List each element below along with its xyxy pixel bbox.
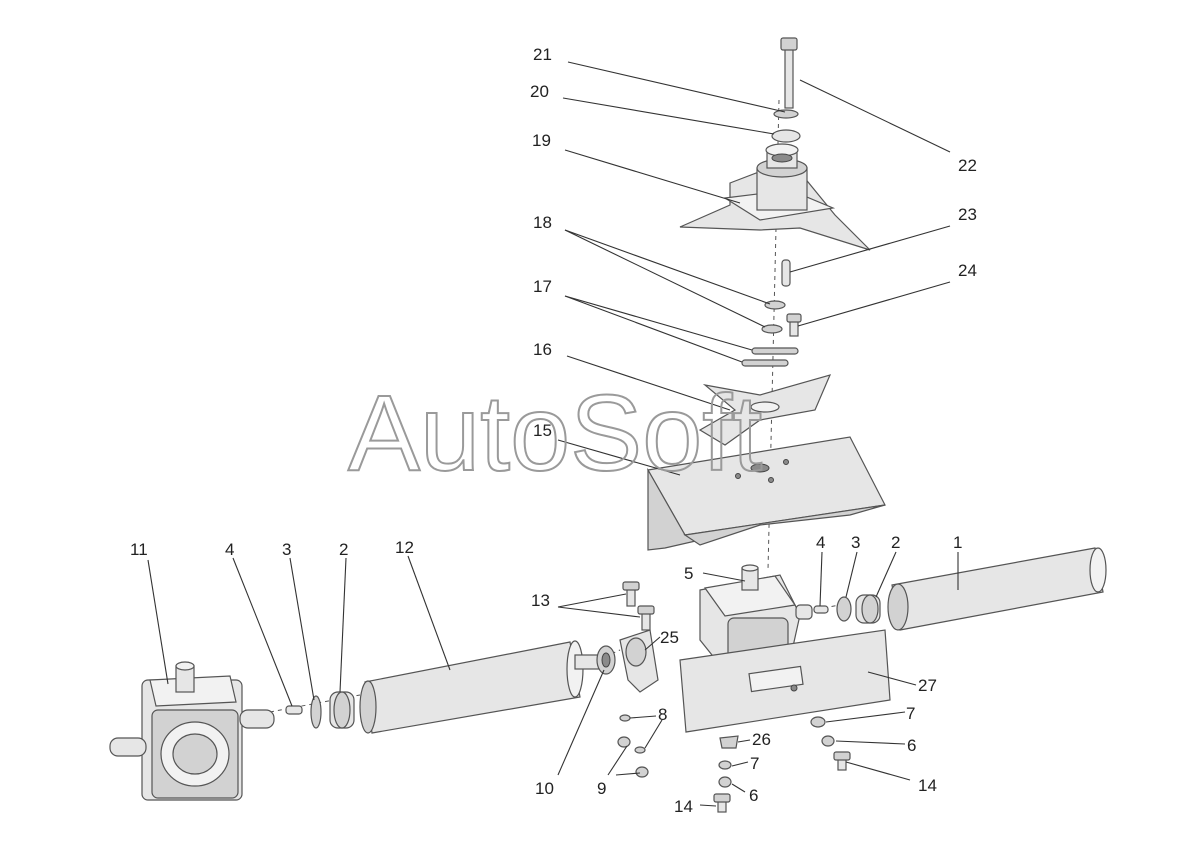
callout-20: 20 — [530, 82, 549, 101]
part-3-ring-right — [836, 596, 852, 622]
callout-6-bottom: 6 — [749, 786, 758, 805]
part-6-nut-a — [821, 735, 835, 747]
part-17-bracket-upper — [751, 347, 799, 355]
right-shaft-axis — [799, 604, 841, 613]
part-8-nut-a — [619, 714, 631, 722]
part-14-bolt-right — [833, 751, 851, 771]
part-9-nut-b — [635, 766, 649, 778]
callout-12: 12 — [395, 538, 414, 557]
part-1-tube-right — [887, 547, 1107, 631]
part-20-washer — [771, 129, 801, 143]
part-7-washer-b — [718, 760, 732, 770]
callout-16: 16 — [533, 340, 552, 359]
callout-21: 21 — [533, 45, 552, 64]
part-19-rotor-hub — [679, 143, 871, 251]
part-4-key-right — [813, 605, 829, 614]
callout-4-right: 4 — [816, 533, 825, 552]
part-26-clip — [719, 735, 739, 749]
callout-8: 8 — [658, 705, 667, 724]
part-11-gearbox-left — [109, 661, 275, 801]
part-27-mounting-plate — [679, 629, 891, 733]
blade-center-hole — [750, 401, 780, 413]
callout-25: 25 — [660, 628, 679, 647]
callout-7-right: 7 — [906, 704, 915, 723]
callout-7-bottom: 7 — [750, 754, 759, 773]
part-18-washer-upper — [764, 300, 786, 310]
callout-26: 26 — [752, 730, 771, 749]
part-23-pin — [781, 259, 791, 287]
part-2-bushing-right — [855, 594, 881, 624]
callout-13: 13 — [531, 591, 550, 610]
callout-17: 17 — [533, 277, 552, 296]
part-13-bolt-upper — [622, 581, 640, 607]
callout-3-right: 3 — [851, 533, 860, 552]
part-15-cover-housing — [647, 436, 886, 551]
callout-24: 24 — [958, 261, 977, 280]
part-24-bolt — [786, 313, 802, 337]
part-9-nut-a — [617, 736, 631, 748]
part-22-long-bolt — [780, 37, 798, 109]
callout-2-right: 2 — [891, 533, 900, 552]
part-12-tube-left — [359, 640, 600, 734]
part-6-nut-b — [718, 776, 732, 788]
callout-4-left: 4 — [225, 540, 234, 559]
callout-3-left: 3 — [282, 540, 291, 559]
callout-27: 27 — [918, 676, 937, 695]
callout-19: 19 — [532, 131, 551, 150]
center-axis-vertical — [767, 99, 780, 571]
callout-10: 10 — [535, 779, 554, 798]
part-13-bolt-lower — [637, 605, 655, 631]
callout-labels: 21 20 19 22 23 18 24 17 16 15 11 4 3 2 1… — [130, 45, 977, 816]
callout-6-right: 6 — [907, 736, 916, 755]
part-21-lock-washer — [773, 109, 799, 119]
part-14-bolt-bottom — [713, 793, 731, 813]
callout-11: 11 — [130, 540, 148, 559]
part-7-washer-a — [810, 716, 826, 728]
callout-1: 1 — [953, 533, 962, 552]
callout-14-bottom: 14 — [674, 797, 693, 816]
callout-18: 18 — [533, 213, 552, 232]
callout-2-left: 2 — [339, 540, 348, 559]
part-25-bearing-housing — [619, 629, 659, 693]
part-17-bracket-lower — [741, 359, 789, 367]
watermark-autosoft: AutoSoft — [348, 372, 762, 493]
callout-9: 9 — [597, 779, 606, 798]
part-10-bearing — [596, 645, 616, 675]
part-18-washer-lower — [761, 324, 783, 334]
part-3-ring-left — [310, 695, 322, 729]
callout-22: 22 — [958, 156, 977, 175]
leader-lines — [147, 61, 959, 807]
callout-15: 15 — [533, 421, 552, 440]
part-8-nut-b — [634, 746, 646, 754]
part-2-bushing-left — [329, 691, 355, 729]
callout-23: 23 — [958, 205, 977, 224]
part-4-key-left — [285, 705, 303, 715]
callout-14-right: 14 — [918, 776, 937, 795]
callout-5: 5 — [684, 564, 693, 583]
